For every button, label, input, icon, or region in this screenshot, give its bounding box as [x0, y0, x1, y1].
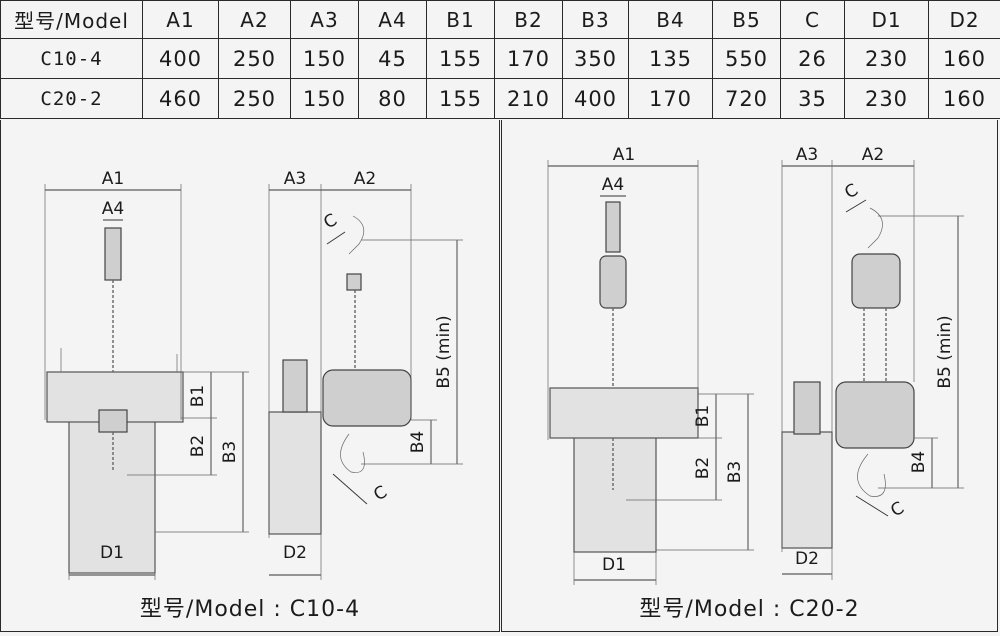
dim-label-a3: A3	[796, 145, 818, 165]
header-cell: B2	[494, 0, 563, 39]
chain-bag	[268, 411, 322, 535]
connector	[282, 359, 308, 413]
header-cell: A1	[142, 0, 219, 39]
dim-label-b1: B1	[188, 385, 208, 407]
table-cell: 550	[712, 38, 781, 79]
table-cell: 35	[780, 78, 845, 119]
header-cell: B4	[628, 0, 713, 39]
dim-label-b3: B3	[725, 461, 745, 483]
table-header-row: 型号/Model A1 A2 A3 A4 B1 B2 B3 B4 B5 C D1…	[0, 0, 1000, 39]
dim-label-a4: A4	[602, 175, 624, 195]
chain-bag	[68, 417, 156, 574]
table-cell: 170	[628, 78, 713, 119]
hoist-drawing-c20-2: A1 A4 D1 B1 B2 B3	[547, 145, 964, 585]
table-row: C20-2 460 250 150 80 155 210 400 170 720…	[0, 78, 1000, 119]
bottom-hook	[857, 453, 886, 497]
dim-label-a2: A2	[354, 169, 376, 189]
connector	[793, 381, 821, 435]
dim-label-c-top: C	[841, 180, 861, 203]
header-cell: A2	[218, 0, 291, 39]
table-cell: 460	[142, 78, 219, 119]
model-caption: 型号/Model : C20-2	[639, 597, 860, 622]
hook-suspension	[605, 201, 621, 253]
dim-label-b3: B3	[220, 441, 240, 463]
table-cell: 150	[290, 78, 359, 119]
table-cell: 230	[844, 38, 929, 79]
dim-label-a1: A1	[102, 169, 124, 189]
hook-block	[851, 253, 901, 309]
table-cell-model: C10-4	[0, 38, 143, 79]
header-cell: B5	[712, 0, 781, 39]
header-cell: B3	[562, 0, 629, 39]
table-cell: 210	[494, 78, 563, 119]
dim-label-c-top: C	[320, 210, 340, 233]
table-cell: 160	[928, 78, 1000, 119]
dim-label-b5: B5 (min)	[434, 315, 454, 388]
drawing-panel-c10-4: A1 A4 D1 B1 B2 B3	[0, 120, 500, 632]
table-cell: 80	[358, 78, 427, 119]
header-cell: A4	[358, 0, 427, 39]
model-caption: 型号/Model : C10-4	[139, 597, 361, 622]
dim-label-b4: B4	[909, 451, 929, 473]
hook-suspension	[104, 227, 122, 281]
top-hook	[348, 215, 365, 255]
header-cell: A3	[290, 0, 359, 39]
bottom-hook	[340, 433, 365, 473]
dim-label-d2: D2	[795, 549, 819, 569]
table-cell: 400	[562, 78, 629, 119]
dim-label-a2: A2	[862, 145, 884, 165]
table-cell: 230	[844, 78, 929, 119]
table-cell: 250	[218, 38, 291, 79]
dim-label-c-bottom: C	[370, 482, 390, 505]
chain-bag	[573, 433, 657, 553]
dim-label-b2: B2	[188, 435, 208, 457]
front-view: A1 A4 D1 B1 B2 B3	[44, 169, 249, 580]
table-cell: 160	[928, 38, 1000, 79]
table-cell: 45	[358, 38, 427, 79]
table-cell: 250	[218, 78, 291, 119]
table-cell: 350	[562, 38, 629, 79]
table-cell: 135	[628, 38, 713, 79]
dim-label-d1: D1	[100, 543, 124, 563]
table-cell: 400	[142, 38, 219, 79]
header-cell: 型号/Model	[0, 0, 143, 39]
dim-label-d1: D1	[602, 555, 626, 575]
header-cell: C	[780, 0, 845, 39]
table-cell: 170	[494, 38, 563, 79]
chain-guide	[98, 409, 128, 433]
table-cell: 150	[290, 38, 359, 79]
dim-label-a4: A4	[102, 199, 124, 219]
table-cell: 155	[426, 38, 495, 79]
table-cell: 155	[426, 78, 495, 119]
dim-label-b4: B4	[408, 431, 428, 453]
motor-housing	[835, 381, 915, 449]
dim-label-b2: B2	[693, 457, 713, 479]
table-cell: 720	[712, 78, 781, 119]
dim-label-a3: A3	[284, 169, 306, 189]
front-view: A1 A4 D1 B1 B2 B3	[547, 145, 754, 585]
table-cell: 26	[780, 38, 845, 79]
drawing-panel-c20-2: A1 A4 D1 B1 B2 B3	[501, 120, 998, 632]
table-row: C10-4 400 250 150 45 155 170 350 135 550…	[0, 38, 1000, 79]
header-cell: D1	[844, 0, 929, 39]
chain-bag	[781, 431, 833, 549]
dim-label-d2: D2	[283, 543, 307, 563]
table-cell-model: C20-2	[0, 78, 143, 119]
hook-block	[599, 255, 627, 309]
header-cell: B1	[426, 0, 495, 39]
header-cell: D2	[928, 0, 1000, 39]
dim-label-c-bottom: C	[887, 498, 907, 521]
dim-label-a1: A1	[613, 145, 635, 165]
spec-table: 型号/Model A1 A2 A3 A4 B1 B2 B3 B4 B5 C D1…	[0, 0, 1000, 119]
side-view: A3 A2 D2 C C B4 B5 (min)	[781, 145, 964, 580]
hoist-drawing-c10-4: A1 A4 D1 B1 B2 B3	[44, 169, 463, 580]
hook-block	[346, 273, 362, 291]
motor-housing	[322, 369, 412, 427]
motor-body	[549, 387, 699, 439]
dim-label-b1: B1	[693, 405, 713, 427]
side-view: A3 A2 D2 C C B4 B5 (min)	[268, 169, 463, 580]
top-hook	[867, 207, 883, 249]
dim-label-b5: B5 (min)	[935, 315, 955, 388]
